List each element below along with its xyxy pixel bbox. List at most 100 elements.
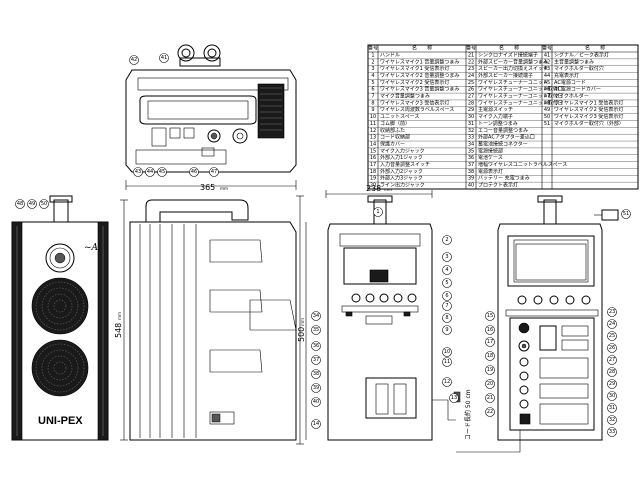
callout-circle	[485, 325, 495, 335]
table-cell-name: ワイヤレスチューナーユニット取付口	[478, 99, 563, 106]
callout-circle	[129, 55, 139, 65]
table-cell-no: 1	[371, 52, 374, 58]
callout-number: 49	[29, 201, 35, 207]
callout-number: 38	[313, 371, 319, 377]
rear-view-left: コード長約 50 cm 238 ｍｍ	[325, 184, 472, 441]
callout-number: 21	[487, 395, 493, 401]
table-header-name-2: 名 称	[499, 45, 519, 52]
callout-number: 36	[313, 343, 319, 349]
table-cell-no: 6	[371, 87, 374, 93]
callout-circle	[607, 331, 617, 341]
callout-circle	[15, 199, 25, 209]
table-header-no-3: 番号	[542, 45, 552, 52]
callout-circle	[449, 393, 459, 403]
table-cell-no: 48	[544, 100, 550, 106]
callout-circle	[189, 167, 199, 177]
table-cell-no: 32	[468, 128, 474, 134]
table-cell-no: 17	[370, 162, 376, 168]
callout-circle	[157, 167, 167, 177]
table-cell-no: 23	[468, 66, 474, 72]
table-cell-no: 10	[370, 114, 376, 120]
callout-circle	[442, 278, 452, 288]
callout-number: 47	[211, 169, 217, 175]
callout-number: 46	[191, 169, 197, 175]
table-cell-name: トーン調整つまみ	[478, 120, 518, 127]
table-cell-no: 42	[544, 59, 550, 65]
table-cell-no: 2	[371, 59, 374, 65]
callout-number: 27	[609, 357, 615, 363]
callout-number: 11	[444, 359, 450, 365]
callout-number: 17	[487, 339, 493, 345]
table-cell-name: ワイヤレスチューナーユニット取付口	[478, 93, 563, 100]
callout-circle	[607, 355, 617, 365]
cord-length-label: コード長約 50 cm	[464, 389, 472, 440]
control-panel-jacks	[518, 322, 531, 425]
callout-circle	[311, 341, 321, 351]
callout-number: 15	[487, 313, 493, 319]
callout-circle	[27, 199, 37, 209]
inner-height-unit: ｍｍ	[300, 318, 305, 326]
callout-circle	[311, 419, 321, 429]
table-cell-no: 47	[544, 94, 550, 100]
callout-circle	[442, 235, 452, 245]
table-cell-name: 主音量調整つまみ	[554, 58, 594, 65]
table-cell-name: プロテクト表示灯	[478, 182, 518, 189]
table-cell-name: 外部入力1ジャック	[380, 154, 423, 161]
table-cell-name: マイク入力端子	[478, 113, 513, 120]
callout-number: 42	[131, 57, 137, 63]
table-cell-no: 36	[468, 155, 474, 161]
table-cell-no: 4	[371, 73, 374, 79]
callout-circle	[209, 167, 219, 177]
callout-markers: 1234567891011121314151617181920212223242…	[15, 53, 631, 437]
top-width-unit: ｍｍ	[220, 186, 228, 191]
callout-number: 23	[609, 309, 615, 315]
callout-circle	[607, 307, 617, 317]
table-cell-no: 25	[468, 80, 474, 86]
callout-circle	[442, 313, 452, 323]
table-cell-name: ゴム脚（前）	[380, 120, 410, 127]
table-cell-name: コード収納部	[380, 134, 410, 141]
top-view: 365 ｍｍ	[125, 44, 297, 192]
callout-circle	[607, 391, 617, 401]
table-cell-name: バッテリー 充電つまみ	[478, 175, 530, 182]
callout-circle	[485, 311, 495, 321]
callout-number: 45	[159, 169, 165, 175]
table-cell-no: 41	[544, 52, 550, 58]
callout-number: 48	[17, 201, 23, 207]
table-cell-no: 14	[370, 141, 376, 147]
table-cell-name: 収納部ふた	[380, 127, 405, 134]
callout-circle	[311, 369, 321, 379]
table-cell-no: 50	[544, 114, 550, 120]
table-cell-name: スピーカー出力切換えスイッチ	[478, 65, 548, 72]
callout-circle	[485, 393, 495, 403]
rear-view-right	[456, 195, 619, 453]
table-cell-no: 19	[370, 176, 376, 182]
callout-number: 39	[313, 385, 319, 391]
callout-circle	[607, 343, 617, 353]
table-cell-no: 29	[468, 107, 474, 113]
callout-number: 14	[313, 421, 319, 427]
table-cell-name: 外部ACアダプター差込口	[478, 134, 535, 141]
callout-circle	[442, 291, 452, 301]
table-cell-no: 13	[370, 135, 376, 141]
front-height-label: 548	[114, 323, 123, 338]
table-cell-name: 電池ケース	[478, 154, 503, 161]
callout-number: 18	[487, 353, 493, 359]
callout-number: 43	[135, 169, 141, 175]
table-cell-name: ユニットスペース	[380, 114, 419, 120]
callout-circle	[485, 351, 495, 361]
callout-circle	[442, 357, 452, 367]
table-cell-name: 外部入力3ジャック	[380, 175, 423, 182]
table-cell-no: 46	[544, 87, 550, 93]
callout-number: 3	[445, 254, 448, 260]
table-cell-no: 27	[468, 94, 474, 100]
table-cell-name: マイクホルダー取付穴（外部）	[554, 120, 624, 127]
table-cell-name: ライン出力ジャック	[380, 182, 425, 189]
table-cell-name: ワイヤレスマイク2 受信表示灯	[554, 106, 623, 113]
callout-number: 40	[313, 399, 319, 405]
callout-circle	[159, 53, 169, 63]
callout-circle	[442, 347, 452, 357]
table-cell-no: 38	[468, 169, 474, 175]
